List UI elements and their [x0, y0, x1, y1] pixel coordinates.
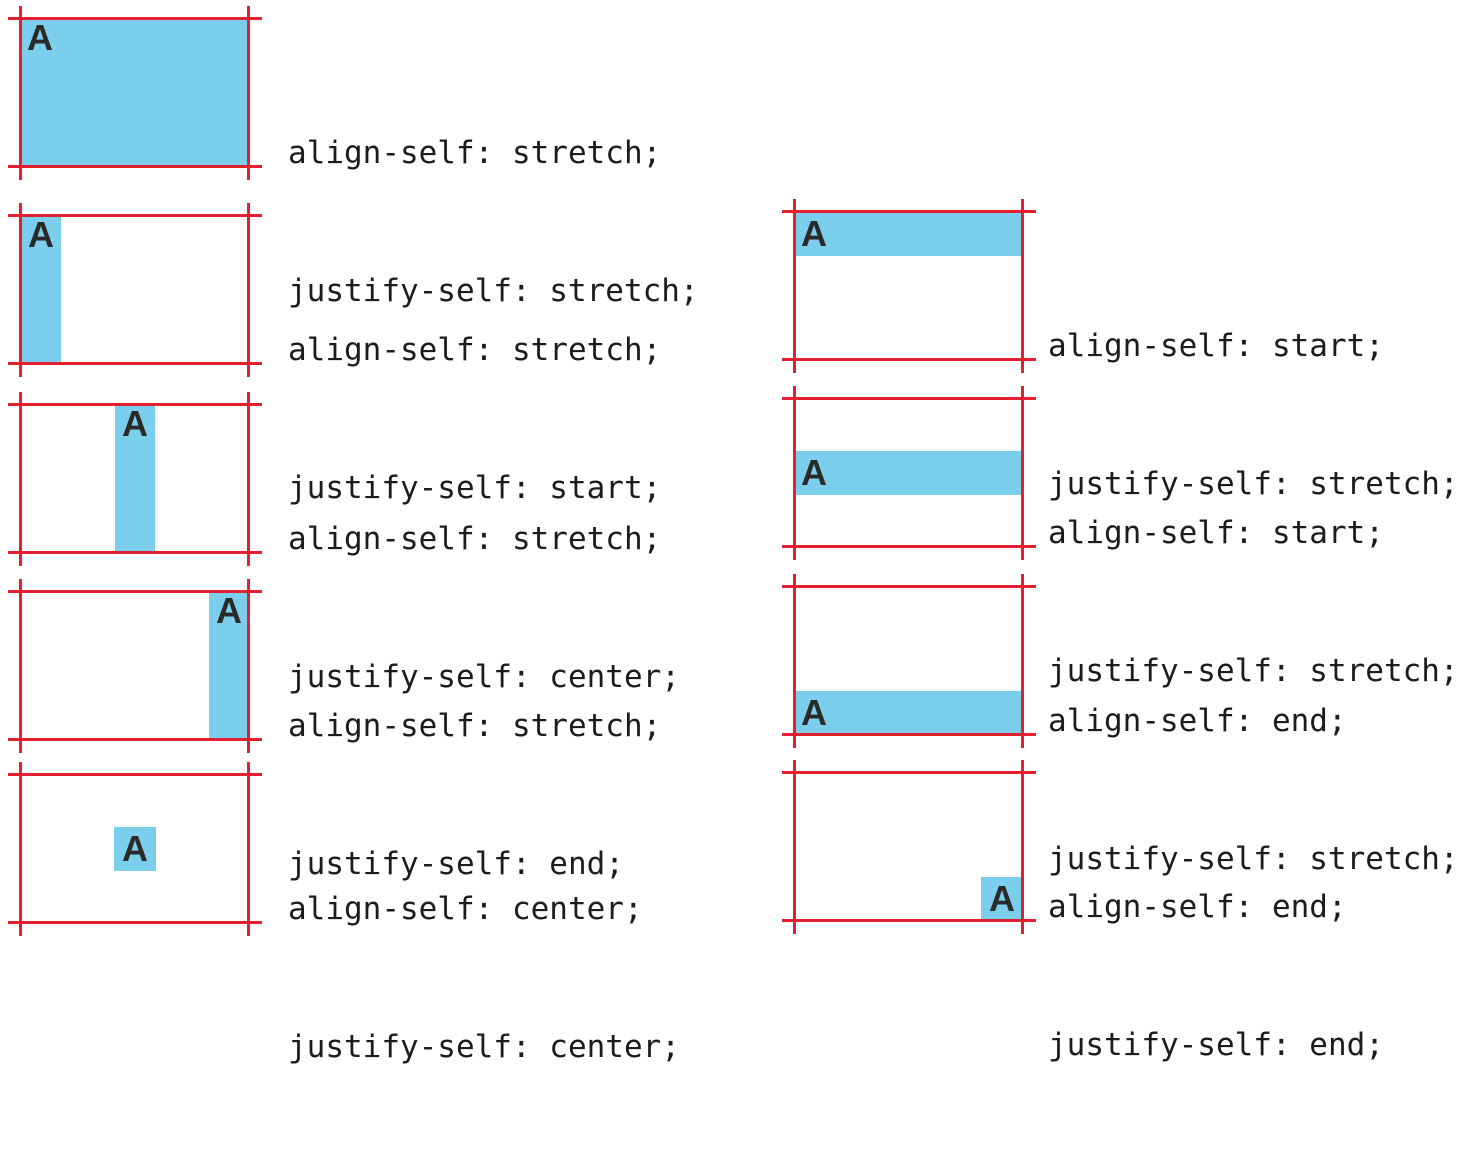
css-code-line: align-self: stretch;	[288, 135, 662, 171]
grid-line-left	[19, 762, 22, 936]
grid-line-top	[782, 585, 1036, 588]
grid-line-right	[247, 579, 250, 753]
grid-line-left	[19, 579, 22, 753]
grid-cell: A	[8, 6, 262, 180]
grid-line-left	[19, 203, 22, 377]
grid-line-left	[19, 6, 22, 180]
grid-item-label: A	[801, 213, 827, 254]
grid-line-bottom	[8, 921, 262, 924]
css-code-line: justify-self: center;	[288, 1029, 680, 1065]
grid-line-bottom	[782, 545, 1036, 548]
grid-cell: A	[782, 199, 1036, 373]
grid-cell: A	[8, 579, 262, 753]
grid-line-top	[8, 403, 262, 406]
css-code-line: align-self: end;	[1048, 889, 1347, 925]
css-declarations: align-self: stretch; justify-self: start…	[288, 235, 661, 603]
grid-item-a: A	[21, 19, 249, 167]
grid-line-top	[782, 397, 1036, 400]
css-code-line: align-self: start;	[1048, 515, 1384, 551]
grid-line-right	[1021, 199, 1024, 373]
grid-line-bottom	[8, 551, 262, 554]
grid-item-a: A	[795, 451, 1023, 495]
css-code-line: justify-self: center;	[288, 659, 680, 695]
grid-item-a: A	[209, 592, 249, 740]
grid-line-top	[8, 214, 262, 217]
grid-item-label: A	[122, 403, 148, 444]
grid-line-bottom	[782, 733, 1036, 736]
grid-item-a: A	[795, 212, 1023, 256]
grid-cell: A	[782, 386, 1036, 560]
css-declarations: align-self: start; justify-self: stretch…	[1048, 231, 1459, 599]
grid-line-right	[1021, 386, 1024, 560]
grid-line-left	[19, 392, 22, 566]
grid-line-right	[247, 6, 250, 180]
grid-line-right	[247, 203, 250, 377]
css-code-line: justify-self: stretch;	[288, 273, 699, 309]
css-code-line: justify-self: end;	[288, 846, 624, 882]
grid-line-top	[782, 771, 1036, 774]
grid-line-left	[793, 760, 796, 934]
css-code-line: justify-self: stretch;	[1048, 653, 1459, 689]
grid-line-bottom	[8, 738, 262, 741]
grid-item-label: A	[216, 590, 242, 631]
grid-line-bottom	[782, 358, 1036, 361]
grid-item-a: A	[114, 827, 156, 871]
grid-item-label: A	[28, 214, 54, 255]
css-declarations: align-self: stretch; justify-self: stret…	[288, 38, 699, 406]
css-code-line: justify-self: start;	[288, 470, 662, 506]
css-code-line: justify-self: stretch;	[1048, 841, 1459, 877]
grid-line-right	[1021, 760, 1024, 934]
grid-item-label: A	[801, 692, 827, 733]
css-declarations: align-self: end; justify-self: stretch;	[1048, 606, 1459, 974]
css-declarations: align-self: stretch; justify-self: end;	[288, 611, 661, 979]
css-code-line: align-self: end;	[1048, 703, 1347, 739]
grid-item-a: A	[795, 691, 1023, 735]
css-code-line: align-self: stretch;	[288, 332, 662, 368]
grid-cell: A	[8, 203, 262, 377]
figure-align-justify-self: A align-self: stretch; justify-self: str…	[8, 6, 1459, 1065]
grid-line-left	[793, 386, 796, 560]
grid-line-right	[1021, 574, 1024, 748]
grid-cell: A	[8, 762, 262, 936]
grid-line-bottom	[8, 362, 262, 365]
grid-item-a: A	[21, 216, 61, 364]
grid-item-label: A	[122, 828, 148, 869]
grid-line-top	[8, 590, 262, 593]
grid-item-label: A	[801, 452, 827, 493]
grid-cell: A	[782, 760, 1036, 934]
css-code-line: align-self: start;	[1048, 328, 1384, 364]
grid-cell: A	[8, 392, 262, 566]
grid-item-a: A	[981, 877, 1023, 921]
grid-line-right	[247, 762, 250, 936]
css-code-line: align-self: stretch;	[288, 521, 662, 557]
grid-line-top	[8, 773, 262, 776]
grid-line-bottom	[782, 919, 1036, 922]
css-code-line: justify-self: stretch;	[1048, 466, 1459, 502]
css-code-line: align-self: stretch;	[288, 708, 662, 744]
grid-item-label: A	[989, 878, 1015, 919]
grid-item-label: A	[27, 17, 53, 58]
grid-line-top	[8, 17, 262, 20]
css-code-line: justify-self: end;	[1048, 1027, 1384, 1063]
grid-line-right	[247, 392, 250, 566]
grid-item-a: A	[115, 405, 155, 553]
grid-cell: A	[782, 574, 1036, 748]
css-declarations: align-self: stretch; justify-self: cente…	[288, 424, 680, 792]
css-code-line: align-self: center;	[288, 891, 643, 927]
grid-line-left	[793, 199, 796, 373]
css-declarations: align-self: center; justify-self: center…	[288, 794, 680, 1162]
grid-line-left	[793, 574, 796, 748]
grid-line-bottom	[8, 165, 262, 168]
css-declarations: align-self: end; justify-self: end;	[1048, 792, 1384, 1160]
css-declarations: align-self: start; justify-self: stretch…	[1048, 418, 1459, 786]
grid-line-top	[782, 210, 1036, 213]
